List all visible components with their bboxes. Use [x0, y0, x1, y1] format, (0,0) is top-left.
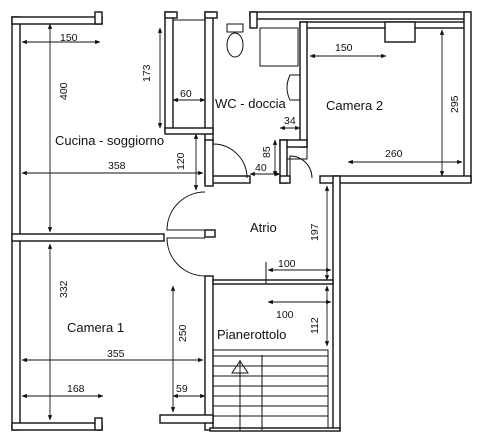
wall-top-left: [11, 16, 103, 25]
walls: [11, 11, 472, 432]
stairs: [212, 349, 329, 430]
wall-left: [11, 16, 21, 431]
dim-197: 197: [309, 223, 321, 241]
room-label-bedroom1: Camera 1: [67, 320, 124, 335]
toilet-bowl: [226, 32, 244, 58]
dim-85: 85: [261, 146, 273, 158]
wall-top-left-notch: [94, 11, 103, 25]
dim-112: 112: [309, 317, 321, 334]
wall-right: [463, 11, 472, 183]
wall-kitchen-atrium-top: [204, 139, 214, 187]
kitchen-counter: [172, 19, 206, 129]
room-label-landing: Pianerottolo: [217, 327, 286, 342]
stair-treads: [213, 355, 328, 417]
wall-bottom-left-notch: [94, 417, 103, 431]
dimension-labels: 150 173 60 400 150 295 34 85 40 120 358 …: [58, 32, 461, 395]
wall-kitchen-top-mid: [164, 11, 178, 19]
wall-kitchen-bottom-right: [204, 229, 216, 238]
door-bathroom: [212, 143, 248, 179]
dim-295: 295: [449, 95, 461, 113]
room-label-atrium: Atrio: [250, 220, 277, 235]
wall-bathroom-right: [299, 21, 308, 148]
room-label-bathroom: WC - doccia: [215, 96, 287, 111]
wall-bathroom-left-top: [204, 11, 214, 143]
dim-173: 173: [141, 64, 153, 82]
dim-358: 358: [108, 160, 126, 172]
wall-bottom-left: [11, 422, 103, 431]
dim-100b: 100: [276, 309, 294, 321]
stair-arrow-icon: [231, 360, 249, 374]
room-labels: Cucina - soggiorno WC - doccia Camera 2 …: [55, 96, 383, 342]
dim-260: 260: [385, 148, 403, 160]
wall-kitchen-bottom: [11, 233, 165, 242]
wall-bathroom-top-cap: [249, 11, 258, 29]
toilet-tank: [226, 23, 244, 33]
door-bedroom1: [166, 237, 206, 277]
shower-tray: [259, 27, 299, 67]
bath-niche: [286, 146, 308, 160]
sink: [286, 74, 300, 101]
dim-150b: 150: [335, 42, 353, 54]
dim-355: 355: [107, 348, 125, 360]
dim-400: 400: [58, 82, 70, 100]
dim-60: 60: [180, 88, 192, 100]
wall-bottom-mid: [159, 414, 214, 424]
wall-bathroom-top: [249, 11, 471, 20]
wall-bathroom-left-top-cap: [204, 11, 218, 19]
wall-bedroom2-window: [384, 21, 416, 43]
room-label-bedroom2: Camera 2: [326, 98, 383, 113]
door-bedroom2: [289, 155, 313, 179]
dim-34: 34: [284, 115, 296, 127]
room-label-kitchen: Cucina - soggiorno: [55, 133, 164, 148]
dimension-lines: [21, 23, 463, 421]
dim-59: 59: [176, 383, 188, 395]
fixtures: [172, 19, 308, 160]
door-kitchen: [166, 191, 206, 231]
wall-bathroom-bottom-right: [279, 175, 291, 184]
dim-100a: 100: [278, 258, 296, 270]
wall-kitchen-atrium-bottom: [204, 275, 214, 431]
dim-250: 250: [177, 324, 189, 342]
wall-bedroom2-bottom: [319, 175, 472, 184]
wall-atrium-right: [332, 175, 341, 431]
dim-150a: 150: [60, 32, 78, 44]
dim-332: 332: [58, 280, 70, 298]
wall-kitchen-right: [164, 11, 174, 133]
stair-frame: [212, 349, 329, 429]
wall-niche-bottom: [164, 127, 214, 135]
dim-40: 40: [255, 162, 267, 174]
doors: [166, 143, 313, 284]
wall-landing-top: [212, 279, 334, 285]
dim-168: 168: [67, 383, 85, 395]
dim-120: 120: [175, 152, 187, 170]
